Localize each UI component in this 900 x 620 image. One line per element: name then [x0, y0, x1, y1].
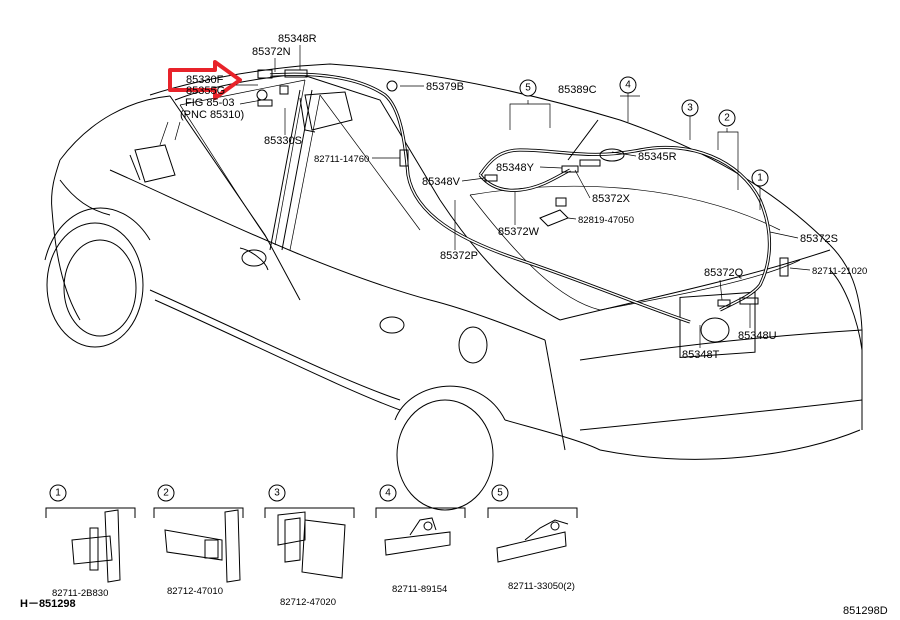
svg-text:4: 4 [385, 488, 391, 499]
clip-panel-3: 3 82712-47020 [264, 484, 355, 608]
clip-part-3: 82712-47020 [280, 597, 336, 608]
svg-text:2: 2 [724, 113, 730, 124]
label-85348T: 85348T [682, 349, 720, 361]
label-85372X: 85372X [592, 193, 631, 205]
label-85345R: 85345R [638, 151, 677, 163]
clip-panel-4: 4 82711-89154 [375, 484, 466, 595]
clip-panel-2: 2 82712-47010 [153, 484, 244, 597]
clip-panel-5: 5 82711-33050(2) [487, 484, 578, 592]
clip-part-5: 82711-33050(2) [508, 581, 575, 592]
car-marker-5: 5 [519, 79, 537, 97]
car-body-drawing [44, 63, 863, 511]
svg-text:3: 3 [274, 488, 280, 499]
svg-text:4: 4 [625, 80, 631, 91]
clip-detail-row: 1 82711-2B830 2 82712-47010 3 82712-4702… [45, 484, 578, 608]
label-85372Q: 85372Q [704, 267, 744, 279]
svg-text:2: 2 [163, 488, 169, 499]
label-85330F: 85330F [186, 74, 224, 86]
label-85379B: 85379B [426, 81, 464, 93]
leader-lines [159, 45, 811, 348]
label-85389C: 85389C [558, 84, 597, 96]
car-markers: 5 4 3 2 1 [519, 76, 769, 187]
clip-part-2: 82712-47010 [167, 586, 223, 597]
label-85372W: 85372W [498, 226, 540, 238]
footer-left-code: H－851298 [20, 598, 76, 610]
washer-hose-routing [256, 69, 789, 324]
label-85372P: 85372P [440, 250, 478, 262]
label-85372N: 85372N [252, 46, 291, 58]
svg-text:3: 3 [687, 103, 693, 114]
svg-text:1: 1 [757, 173, 763, 184]
label-82711-14760: 82711-14760 [314, 154, 369, 165]
svg-text:1: 1 [55, 488, 61, 499]
footer-right-code: 851298D [843, 605, 888, 617]
label-85348V: 85348V [422, 176, 461, 188]
svg-text:5: 5 [497, 488, 503, 499]
car-marker-4: 4 [619, 76, 637, 94]
label-85330S: 85330S [264, 135, 302, 147]
clip-part-1: 82711-2B830 [52, 588, 108, 599]
label-fig-ref-pnc: (PNC 85310) [180, 109, 244, 121]
label-85355G: 85355G [186, 85, 225, 97]
car-marker-3: 3 [681, 99, 699, 117]
callout-labels: 85348R 85372N 85330F 85355G FIG 85-03 (P… [180, 33, 867, 361]
highlight-arrow [168, 60, 242, 100]
clip-part-4: 82711-89154 [392, 584, 447, 595]
label-85348Y: 85348Y [496, 162, 535, 174]
car-marker-2: 2 [718, 109, 736, 127]
clip-panel-1: 1 82711-2B830 [45, 484, 136, 599]
label-fig-ref: FIG 85-03 [185, 97, 235, 109]
label-82711-21020: 82711-21020 [812, 266, 867, 277]
label-85348R: 85348R [278, 33, 317, 45]
svg-text:5: 5 [525, 83, 531, 94]
car-marker-1: 1 [751, 169, 769, 187]
label-85348U: 85348U [738, 330, 777, 342]
label-82819-47050: 82819-47050 [578, 215, 634, 226]
label-85372S: 85372S [800, 233, 838, 245]
